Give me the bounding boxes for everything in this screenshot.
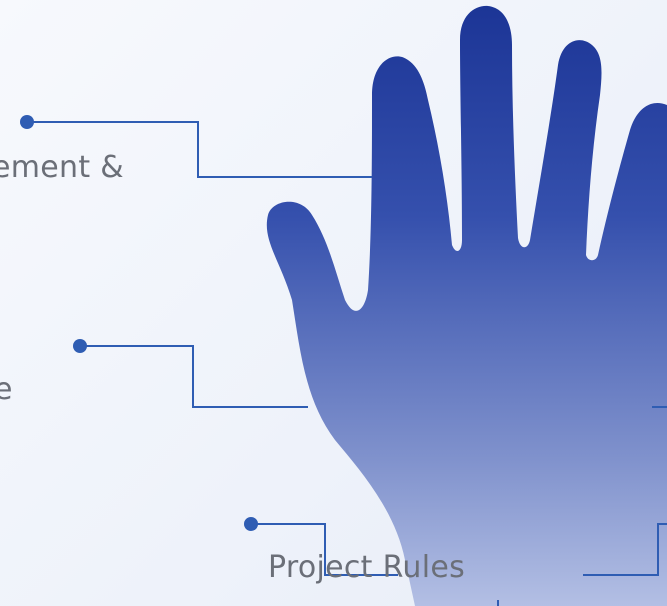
connector-1 — [20, 115, 372, 178]
hand-illustration — [266, 5, 667, 606]
connector-3 — [244, 517, 398, 576]
label-item-1: ement & — [0, 150, 124, 185]
connector-2-line — [80, 345, 308, 408]
label-item-2: e — [0, 372, 13, 407]
connector-3-line — [251, 523, 398, 576]
hand-shape — [266, 5, 667, 606]
connector-2 — [73, 339, 308, 408]
label-project-rules: Project Rules — [268, 550, 466, 585]
connector-5-line — [583, 523, 667, 576]
connector-5 — [583, 523, 667, 576]
connector-1-line — [27, 121, 372, 178]
